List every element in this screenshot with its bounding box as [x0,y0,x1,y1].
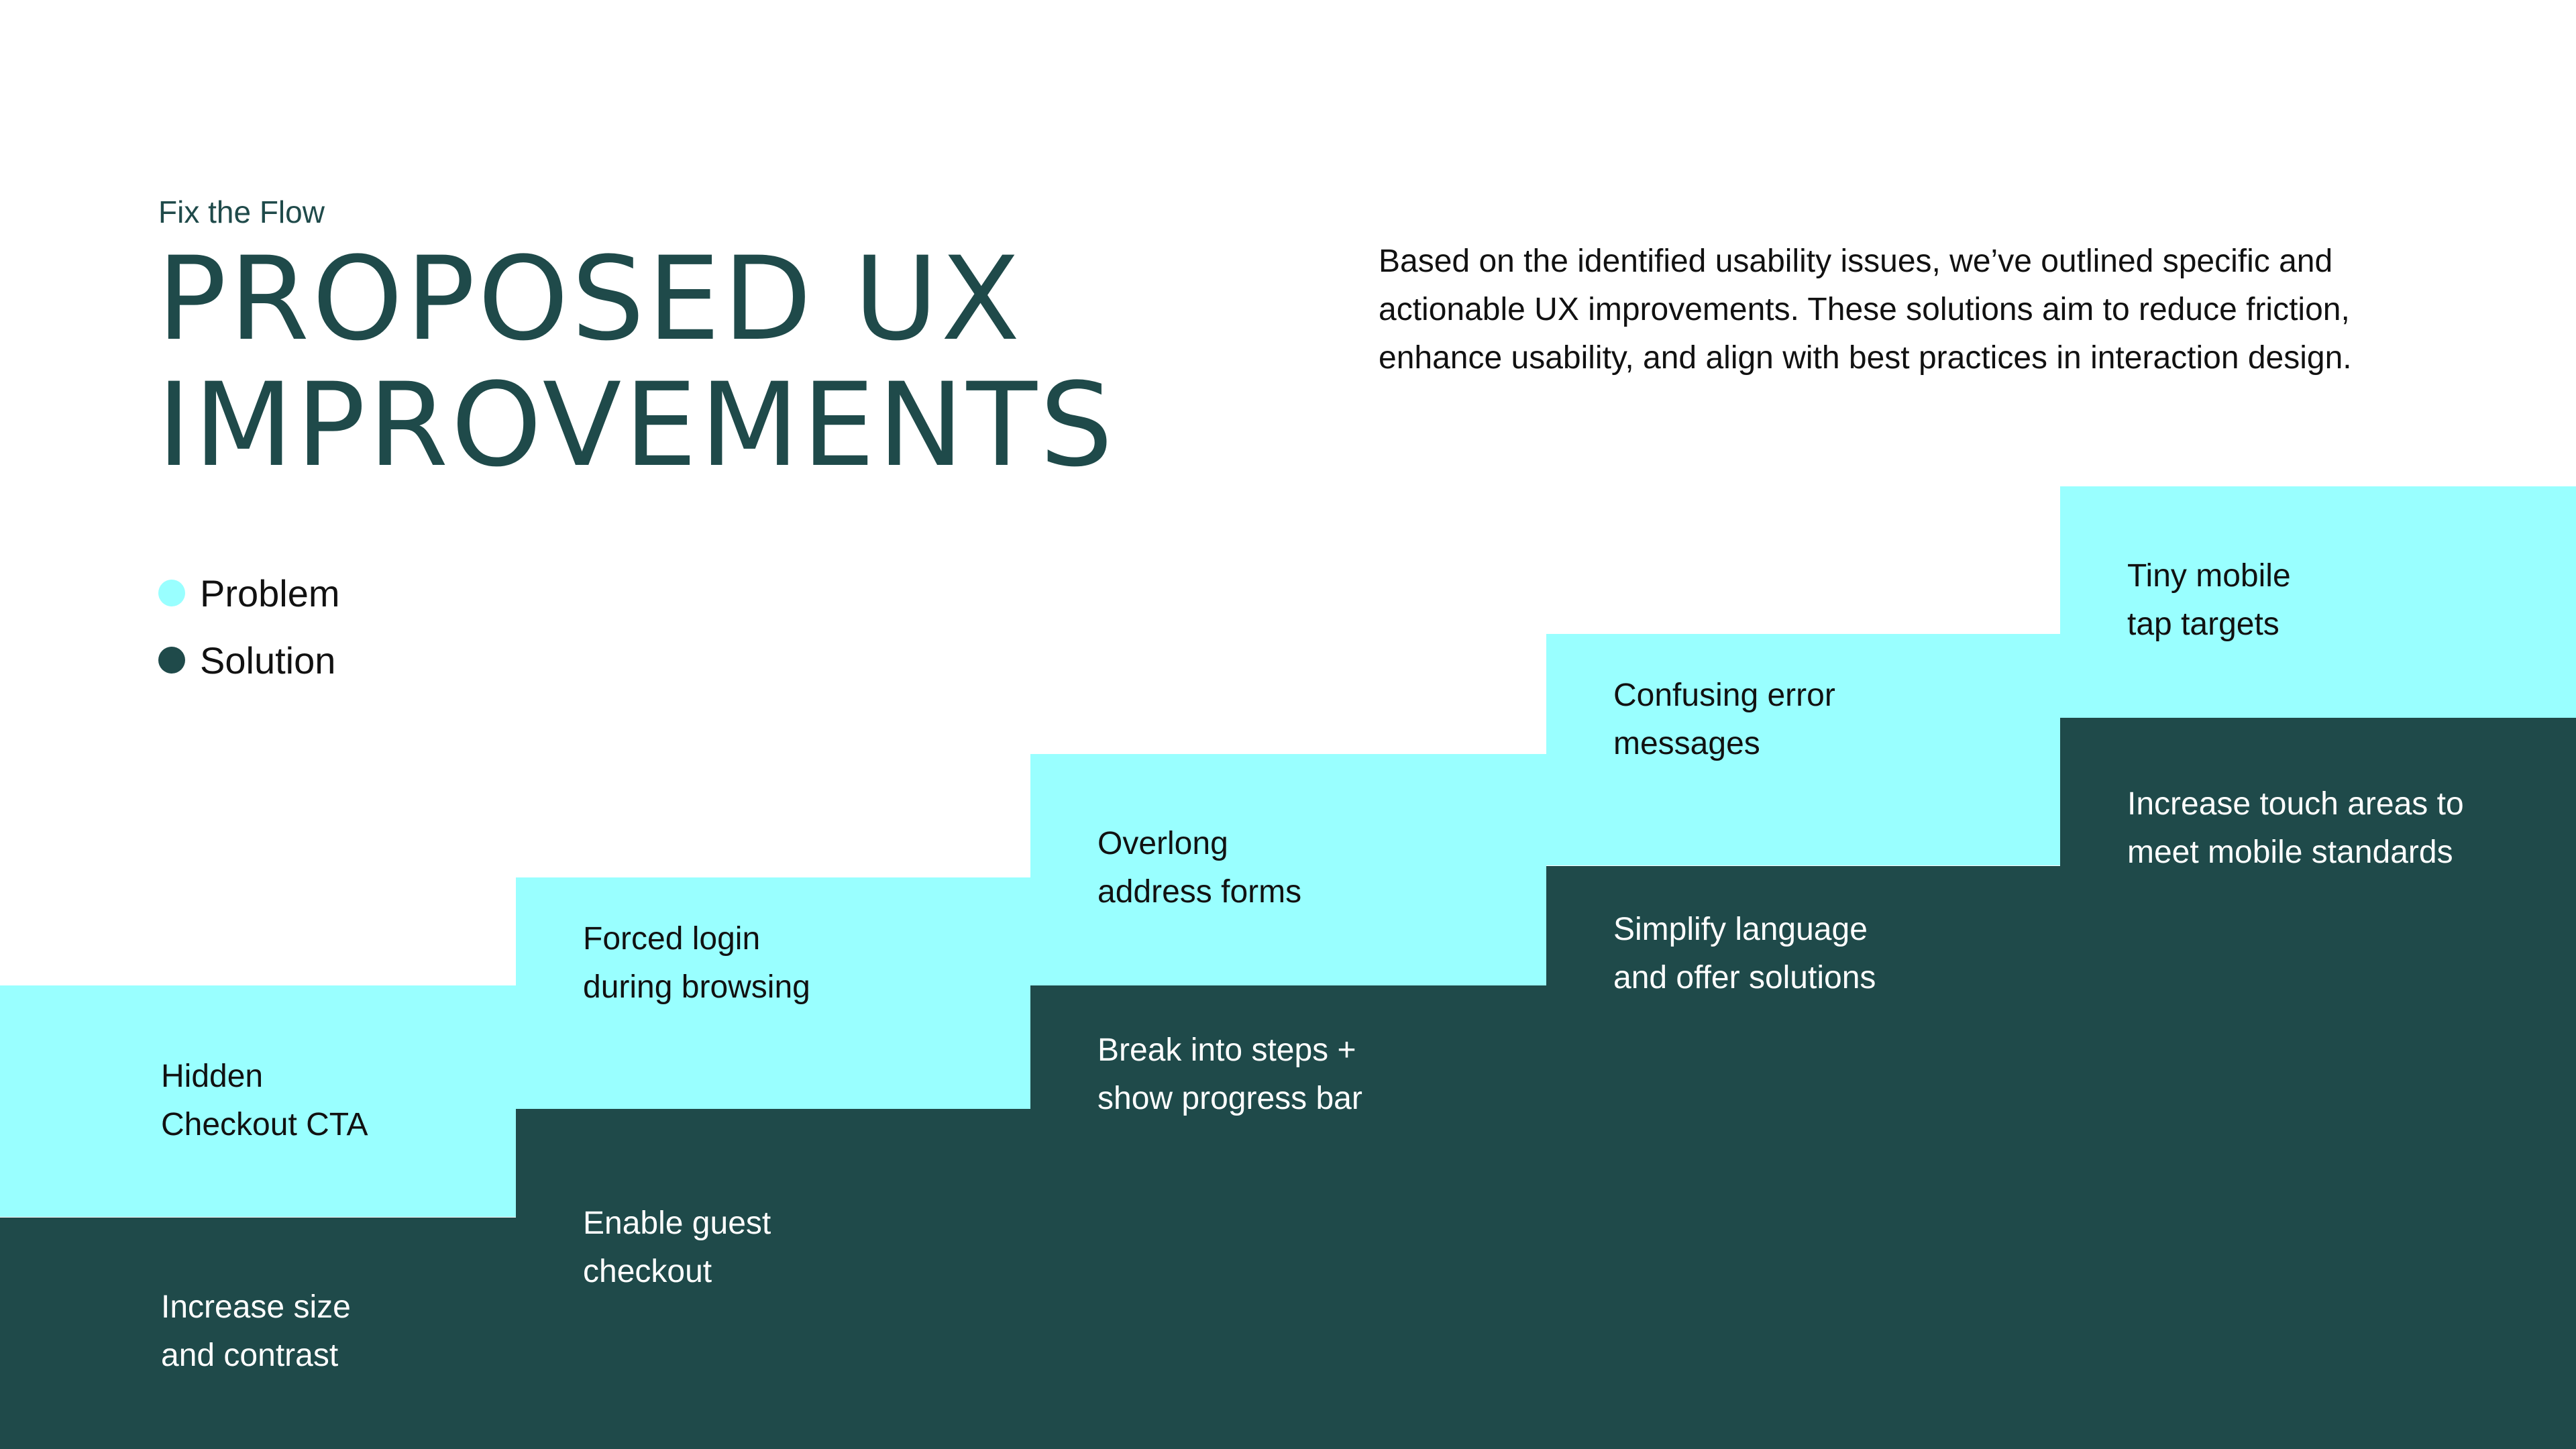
solution-text: Break into steps + show progress bar [1097,1032,1362,1116]
solution-block: Increase size and contrast [0,1218,516,1449]
title-line-2: IMPROVEMENTS [157,358,1116,492]
problem-text: Forced login during browsing [583,921,810,1005]
solution-block: Simplify language and offer solutions [1546,866,2061,1449]
legend-label-solution: Solution [200,639,336,682]
problem-text: Hidden Checkout CTA [161,1059,368,1142]
solution-text: Increase size and contrast [161,1289,351,1373]
solution-block: Break into steps + show progress bar [1030,985,1546,1449]
problem-text: Overlong address forms [1097,826,1302,910]
solution-block: Enable guest checkout [516,1109,1032,1449]
problem-block: Confusing error messages [1546,634,2061,865]
problem-text: Tiny mobile tap targets [2127,558,2291,642]
solution-text: Simplify language and offer solutions [1613,912,1876,996]
legend-item-solution: Solution [158,627,340,694]
legend-item-problem: Problem [158,559,340,627]
problem-text: Confusing error messages [1613,678,1835,761]
problem-block: Forced login during browsing [516,877,1032,1109]
intro-paragraph: Based on the identified usability issues… [1379,244,2352,376]
page-title: PROPOSED UX IMPROVEMENTS [157,236,1116,488]
title-line-1: PROPOSED UX [157,231,1023,366]
problem-block: Hidden Checkout CTA [0,985,516,1217]
legend: Problem Solution [158,559,340,694]
eyebrow: Fix the Flow [158,195,325,229]
problem-dot-icon [158,580,185,606]
solution-dot-icon [158,647,185,674]
legend-label-problem: Problem [200,572,340,614]
solution-block: Increase touch areas to meet mobile stan… [2060,718,2576,1449]
problem-block: Tiny mobile tap targets [2060,486,2576,718]
solution-text: Enable guest checkout [583,1205,771,1289]
problem-block: Overlong address forms [1030,754,1546,985]
solution-text: Increase touch areas to meet mobile stan… [2127,786,2464,870]
